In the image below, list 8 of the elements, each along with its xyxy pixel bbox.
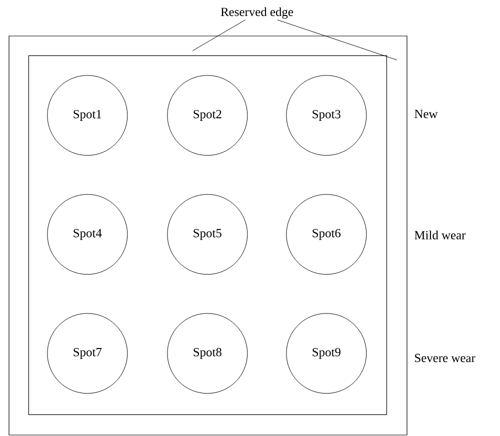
row-label: New <box>414 110 438 118</box>
leader-line <box>277 20 398 60</box>
leader-line <box>192 20 246 51</box>
row-label: Severe wear <box>415 354 476 362</box>
outer-frame <box>8 36 408 436</box>
row-label: Mild wear <box>414 230 466 240</box>
inner-frame <box>28 55 387 415</box>
callout-text: Reserved edge <box>220 7 294 19</box>
